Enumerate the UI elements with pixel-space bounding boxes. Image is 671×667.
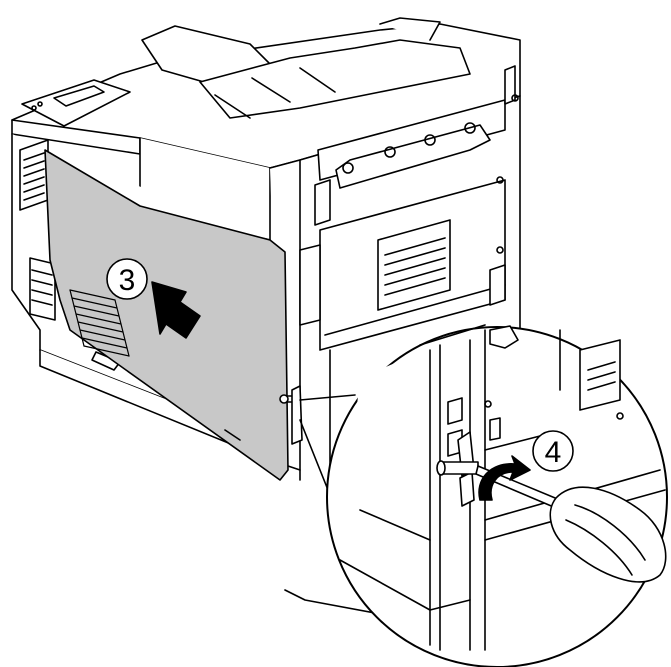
step-4-label: 4: [545, 436, 562, 469]
step-3-label: 3: [119, 264, 136, 297]
detail-screw-icon[interactable]: [437, 461, 478, 475]
